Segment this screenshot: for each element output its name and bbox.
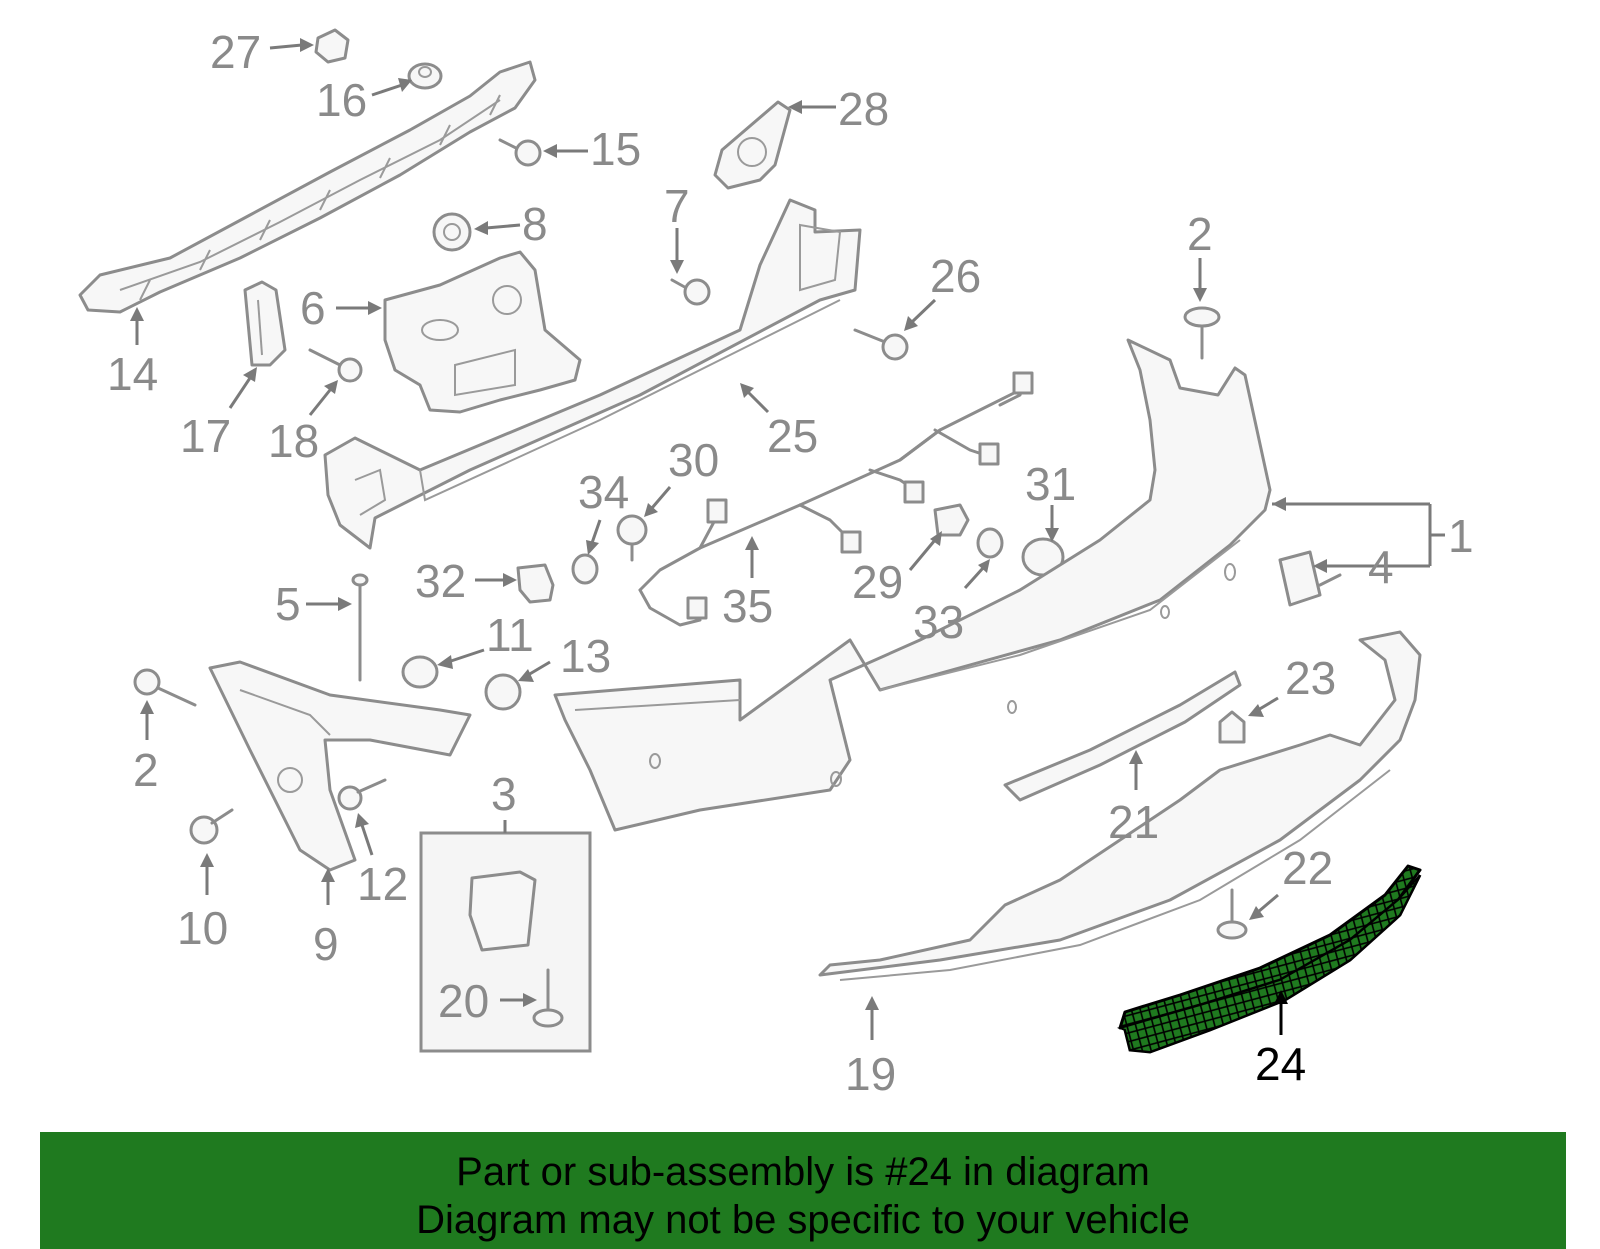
callout-18: 18: [268, 415, 319, 467]
callout-9: 9: [313, 918, 339, 970]
ring-34: [571, 553, 599, 585]
callout-3: 3: [491, 768, 517, 820]
callout-labels: 27 16 15 28 8 7 2 26 6 14 17 18 25 30 34…: [107, 26, 1474, 1100]
callout-1: 1: [1448, 510, 1474, 562]
footer-disclaimer: Diagram may not be specific to your vehi…: [416, 1198, 1190, 1242]
footer-banner: Part or sub-assembly is #24 in diagram D…: [40, 1132, 1566, 1249]
callout-30: 30: [668, 434, 719, 486]
callout-29: 29: [852, 556, 903, 608]
repair-kit-box-3: [419, 831, 592, 1053]
ring-33: [976, 527, 1004, 559]
bolt-2-lower: [133, 668, 197, 707]
side-bracket-9: [208, 660, 472, 872]
bolt-26: [853, 328, 909, 361]
callout-31: 31: [1025, 458, 1076, 510]
clip-11: [401, 655, 439, 689]
callout-33: 33: [913, 596, 964, 648]
impact-bar-25: [323, 198, 862, 550]
callout-11: 11: [486, 609, 534, 661]
bolt-18: [308, 348, 363, 383]
callout-7: 7: [664, 180, 690, 232]
leader-lines: [130, 38, 1445, 1040]
callout-26: 26: [930, 250, 981, 302]
callout-35: 35: [722, 580, 773, 632]
callout-19: 19: [845, 1048, 896, 1100]
callout-16: 16: [316, 74, 367, 126]
bolt-15: [498, 138, 542, 167]
callout-22: 22: [1282, 842, 1333, 894]
callout-2-lower: 2: [133, 744, 159, 796]
cap-13: [484, 673, 522, 711]
diffuser-19: [818, 630, 1422, 981]
bracket-6: [383, 250, 582, 414]
reinforcement-bar-part: [78, 60, 537, 314]
plate-4: [1278, 550, 1342, 607]
bumper-cover-1: [553, 338, 1272, 832]
bolt-7: [670, 278, 711, 306]
callout-8: 8: [522, 198, 548, 250]
callout-17: 17: [180, 410, 231, 462]
callout-34: 34: [578, 466, 629, 518]
callout-32: 32: [415, 555, 466, 607]
gasket-28: [713, 100, 792, 190]
sensor-29: [933, 503, 970, 537]
callout-27: 27: [210, 26, 261, 78]
callout-13: 13: [560, 630, 611, 682]
bolt-12: [337, 778, 387, 811]
wiring-harness-35: [638, 371, 1034, 627]
clip-fastener-16: [407, 62, 443, 90]
sensor-bracket-32: [516, 563, 555, 604]
callout-20: 20: [438, 975, 489, 1027]
footer-part-note: Part or sub-assembly is #24 in diagram: [456, 1150, 1150, 1194]
callout-28: 28: [838, 83, 889, 135]
callout-25: 25: [767, 410, 818, 462]
callout-4: 4: [1368, 541, 1394, 593]
clip-fastener-27: [314, 28, 350, 64]
bracket-17: [243, 280, 287, 367]
clip-nut-8: [432, 212, 472, 252]
callout-24-highlighted: 24: [1255, 1038, 1306, 1090]
stud-5: [351, 573, 369, 682]
trim-strip-21: [1003, 670, 1242, 802]
screw-2-top: [1183, 306, 1221, 360]
callout-12: 12: [357, 858, 408, 910]
callout-23: 23: [1285, 652, 1336, 704]
callout-15: 15: [590, 123, 641, 175]
grille-24-highlighted: [1116, 864, 1422, 1054]
callout-21: 21: [1108, 796, 1159, 848]
sensor-30: [616, 514, 648, 562]
callout-10: 10: [177, 902, 228, 954]
bolt-10: [189, 808, 234, 845]
nut-23: [1218, 710, 1246, 744]
callout-2-top: 2: [1187, 208, 1213, 260]
screw-22: [1216, 888, 1248, 940]
callout-5: 5: [275, 578, 301, 630]
callout-14: 14: [107, 348, 158, 400]
callout-6: 6: [300, 282, 326, 334]
